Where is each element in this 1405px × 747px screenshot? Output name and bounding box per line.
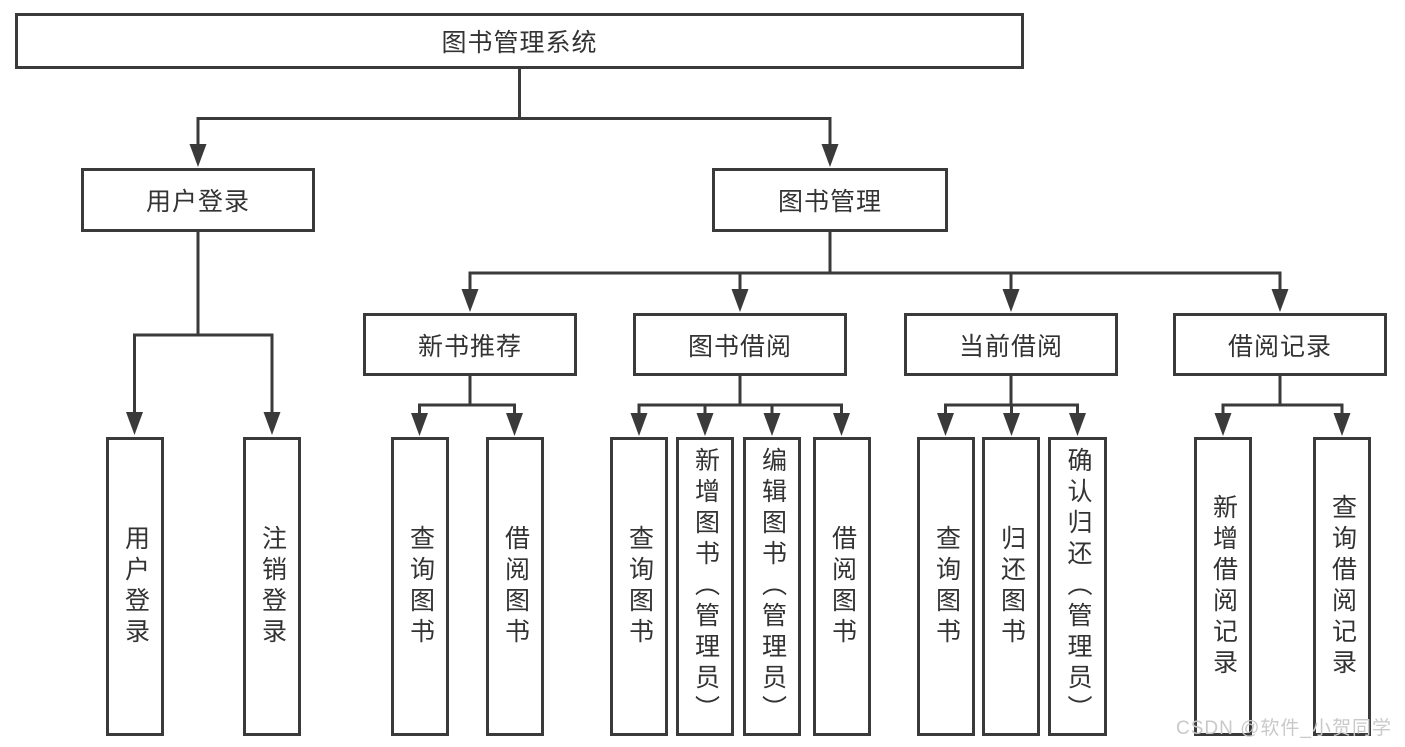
node-label: 借阅记录 bbox=[1227, 332, 1332, 361]
node-label: 注销登录 bbox=[258, 524, 287, 649]
leaf-add-borrow-record: 新增借阅记录 bbox=[1194, 437, 1252, 736]
node-label: 查询图书 bbox=[625, 524, 654, 649]
node-label: 当前借阅 bbox=[958, 332, 1063, 361]
node-library-management-system: 图书管理系统 bbox=[15, 13, 1024, 69]
node-label: 借阅图书 bbox=[501, 524, 530, 649]
leaf-user-login: 用户登录 bbox=[106, 437, 164, 736]
leaf-borrow-books-recommend: 借阅图书 bbox=[486, 437, 544, 736]
node-new-book-recommend: 新书推荐 bbox=[363, 313, 577, 376]
node-label: 图书借阅 bbox=[687, 332, 792, 361]
leaf-logout: 注销登录 bbox=[243, 437, 301, 736]
node-borrow-record: 借阅记录 bbox=[1173, 313, 1387, 376]
node-book-management: 图书管理 bbox=[712, 168, 948, 232]
node-label: 新增图书（管理员） bbox=[691, 447, 720, 726]
node-user-login: 用户登录 bbox=[81, 168, 315, 232]
node-label: 确认归还（管理员） bbox=[1064, 447, 1092, 726]
node-label: 用户登录 bbox=[121, 524, 150, 649]
node-label: 归还图书 bbox=[997, 524, 1026, 649]
leaf-borrow-books: 借阅图书 bbox=[813, 437, 871, 736]
leaf-query-books-current: 查询图书 bbox=[917, 437, 975, 736]
leaf-query-borrow-record: 查询借阅记录 bbox=[1313, 437, 1371, 736]
leaf-edit-book-admin: 编辑图书（管理员） bbox=[743, 437, 801, 736]
node-book-borrow: 图书借阅 bbox=[633, 313, 847, 376]
node-label: 新增借阅记录 bbox=[1209, 493, 1238, 680]
node-label: 编辑图书（管理员） bbox=[758, 447, 787, 726]
leaf-return-book: 归还图书 bbox=[982, 437, 1040, 736]
node-label: 借阅图书 bbox=[828, 524, 857, 649]
leaf-confirm-return-admin: 确认归还（管理员） bbox=[1048, 437, 1107, 736]
node-label: 图书管理系统 bbox=[441, 29, 598, 57]
leaf-add-book-admin: 新增图书（管理员） bbox=[676, 437, 734, 736]
node-current-borrow: 当前借阅 bbox=[904, 313, 1118, 376]
node-label: 查询借阅记录 bbox=[1328, 493, 1357, 680]
node-label: 查询图书 bbox=[406, 524, 435, 649]
node-label: 新书推荐 bbox=[417, 332, 522, 361]
watermark-text: CSDN @软件_小贺同学 bbox=[1176, 718, 1392, 739]
node-label: 图书管理 bbox=[777, 188, 882, 216]
node-label: 查询图书 bbox=[932, 524, 961, 649]
leaf-query-books-borrow: 查询图书 bbox=[610, 437, 668, 736]
leaf-query-books-recommend: 查询图书 bbox=[391, 437, 449, 736]
node-label: 用户登录 bbox=[145, 188, 250, 216]
